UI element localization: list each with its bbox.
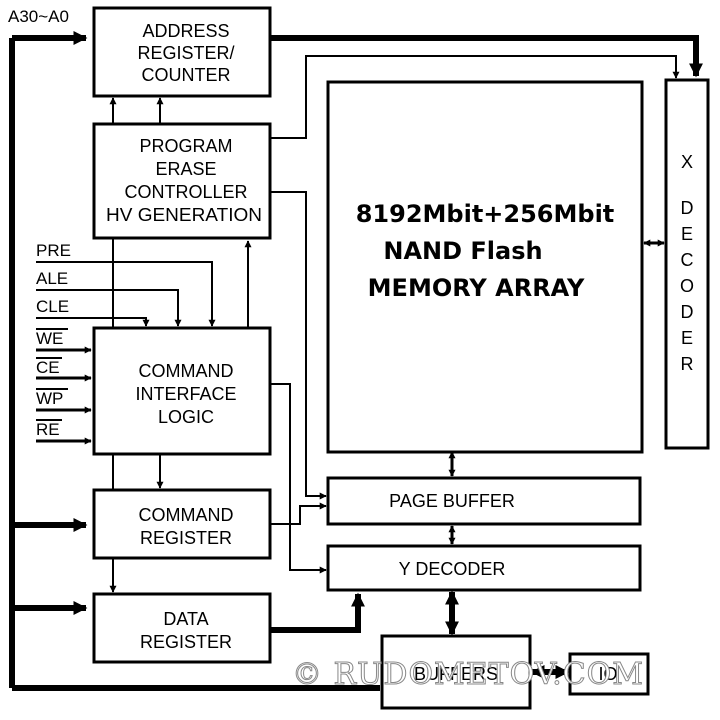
signal-we-label: WE [36, 329, 63, 348]
x-decoder-letter-7: E [681, 328, 693, 348]
signal-wp-label: WP [36, 389, 63, 408]
signal-ale-label: ALE [36, 269, 68, 288]
memory-array-capacity: 8192Mbit+256Mbit [356, 200, 615, 228]
data-register-line-1: DATA [163, 609, 208, 629]
data-register-line-2: REGISTER [140, 632, 232, 652]
command-interface-line-2: INTERFACE [135, 384, 236, 404]
x-decoder-letter-3: E [681, 224, 693, 244]
signal-cle-label: CLE [36, 297, 69, 316]
memory-array-block: 8192Mbit+256Mbit NAND Flash MEMORY ARRAY [326, 80, 644, 454]
page-buffer-label: PAGE BUFFER [389, 491, 515, 511]
y-decoder-label: Y DECODER [399, 559, 506, 579]
signal-ce-label: CE [36, 358, 60, 377]
cmdreg-to-pagebuffer-arrow [270, 502, 327, 525]
memory-array-title: MEMORY ARRAY [368, 274, 585, 302]
io-block: IO [568, 652, 650, 696]
address-bus-label: A30~A0 [8, 7, 69, 26]
buffers-block: BUFFERS [380, 634, 532, 710]
command-interface-logic-block: COMMAND INTERFACE LOGIC [92, 326, 272, 456]
data-register-block: DATA REGISTER [92, 592, 272, 664]
x-decoder-letter-4: C [681, 250, 694, 270]
command-register-line-1: COMMAND [139, 505, 234, 525]
connections [9, 31, 703, 691]
page-buffer-block: PAGE BUFFER [326, 476, 642, 526]
x-decoder-letter-5: O [680, 276, 694, 296]
signal-re-label: RE [36, 420, 60, 439]
command-interface-line-1: COMMAND [139, 361, 234, 381]
address-register-line-1: ADDRESS [142, 21, 229, 41]
program-controller-line-2: ERASE [155, 159, 216, 179]
controller-to-pagebuffer-arrow [270, 191, 327, 500]
signal-pre-label: PRE [36, 241, 71, 260]
command-register-block: COMMAND REGISTER [92, 488, 272, 560]
memory-array-type: NAND Flash [383, 237, 542, 265]
command-interface-line-3: LOGIC [158, 407, 214, 427]
cil-to-ydecoder-arrow [270, 383, 327, 574]
ale-line [36, 289, 182, 327]
program-controller-block: PROGRAM ERASE CONTROLLER HV GENERATION [92, 122, 272, 240]
address-register-line-3: COUNTER [142, 65, 231, 85]
control-signal-labels: PRE ALE CLE WE CE WP RE [36, 241, 71, 439]
program-controller-line-3: CONTROLLER [124, 182, 247, 202]
x-decoder-letter-6: D [681, 302, 694, 322]
x-decoder-letter-1: X [681, 152, 693, 172]
address-to-xdecoder-arrow [270, 35, 703, 78]
controller-to-xdecoder-arrow [270, 55, 680, 139]
x-decoder-letter-8: R [681, 354, 694, 374]
program-controller-line-1: PROGRAM [139, 136, 232, 156]
cle-line [36, 317, 150, 327]
io-label: IO [598, 664, 617, 684]
watermark: © RUDOMETOV.COM [292, 657, 644, 692]
command-register-line-2: REGISTER [140, 528, 232, 548]
x-decoder-block: X D E C O D E R [664, 78, 710, 450]
address-register-line-2: REGISTER/ [137, 43, 234, 63]
x-decoder-letter-2: D [681, 198, 694, 218]
pre-line [36, 261, 216, 327]
address-register-block: ADDRESS REGISTER/ COUNTER [92, 6, 272, 98]
program-controller-line-4: HV GENERATION [106, 205, 262, 225]
y-decoder-block: Y DECODER [326, 544, 642, 592]
dataregister-to-ydecoder-arrow [270, 592, 365, 633]
buffers-label: BUFFERS [414, 664, 498, 684]
